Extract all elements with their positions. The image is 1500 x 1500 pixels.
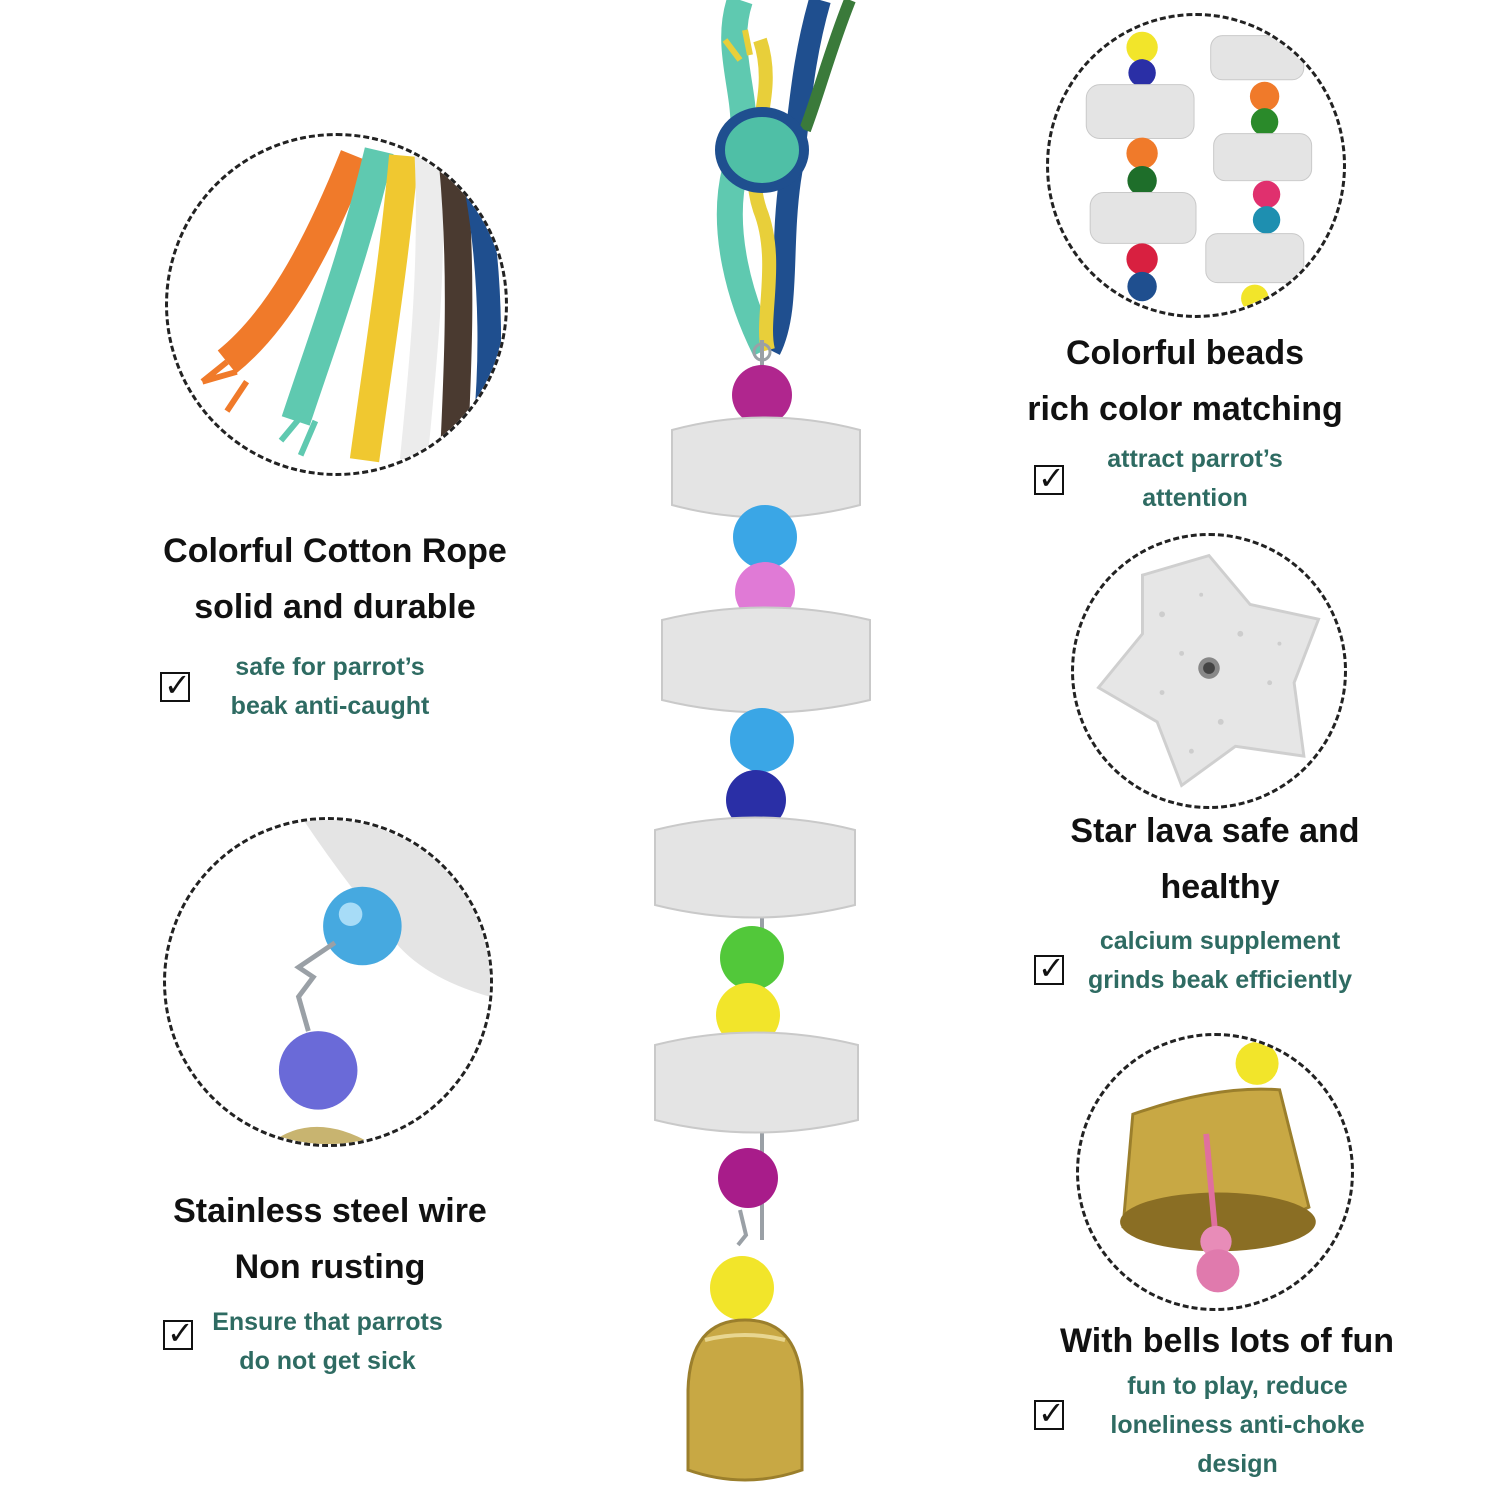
cotton-rope-icon (200, 147, 502, 473)
bell-icon (1120, 1041, 1316, 1293)
star-lava-icon (1096, 553, 1321, 788)
beads-closeup-circle (1046, 13, 1346, 318)
rope-title-line1: Colorful Cotton Rope (163, 532, 507, 570)
wire-desc-line2: do not get sick (239, 1347, 416, 1375)
bell-closeup-circle (1076, 1033, 1354, 1311)
lava-stone-icon (661, 606, 871, 714)
bead-icon (733, 505, 797, 569)
bell-desc-line3: design (1197, 1450, 1278, 1478)
beads-lava-icon (1085, 31, 1313, 313)
check-icon: ✓ (1038, 459, 1065, 497)
lava-desc-line2: grinds beak efficiently (1088, 966, 1352, 994)
lava-stone-icon (671, 416, 861, 519)
lava-closeup-circle (1071, 533, 1347, 809)
lava-title-line2: healthy (1160, 868, 1280, 906)
steel-wire-icon (269, 820, 490, 1144)
wire-closeup-circle (163, 817, 493, 1147)
bead-icon (726, 770, 786, 830)
bell-title-line1: With bells lots of fun (1060, 1322, 1394, 1360)
rope-icon (715, 0, 856, 356)
lava-desc-line1: calcium supplement (1099, 927, 1341, 955)
wire-desc-line1: Ensure that parrots (212, 1308, 443, 1336)
lava-stone-icon (654, 816, 856, 919)
wire-checkbox: ✓ (163, 1314, 194, 1352)
bell-desc-line1: fun to play, reduce (1127, 1372, 1348, 1400)
check-icon: ✓ (1038, 1394, 1065, 1432)
rope-title-line2: solid and durable (194, 588, 476, 626)
beads-desc-line2: attention (1142, 484, 1248, 512)
rope-desc-line2: beak anti-caught (230, 692, 430, 720)
beads-title-line1: Colorful beads (1065, 334, 1305, 372)
rope-closeup-circle (165, 133, 508, 476)
check-icon: ✓ (167, 1314, 194, 1352)
bead-icon (720, 926, 784, 990)
bead-icon (730, 708, 794, 772)
beads-checkbox: ✓ (1034, 459, 1065, 497)
check-icon: ✓ (1038, 949, 1065, 987)
bead-icon (718, 1148, 778, 1208)
rope-desc-line1: safe for parrot’s (235, 653, 425, 681)
parrot-toy-product-image (654, 0, 871, 1482)
bead-icon (710, 1256, 774, 1320)
rope-checkbox: ✓ (160, 666, 191, 704)
bead-icon (716, 983, 780, 1047)
beads-desc-line1: attract parrot’s (1107, 445, 1283, 473)
lava-stone-icon (654, 1031, 859, 1134)
bell-checkbox: ✓ (1034, 1394, 1065, 1432)
wire-title-line2: Non rusting (234, 1248, 426, 1286)
check-icon: ✓ (164, 666, 191, 704)
bell-icon (686, 1318, 804, 1482)
lava-title-line1: Star lava safe and (1070, 812, 1360, 850)
lava-checkbox: ✓ (1034, 949, 1065, 987)
wire-title-line1: Stainless steel wire (173, 1192, 487, 1230)
beads-title-line2: rich color matching (1027, 390, 1343, 428)
bell-desc-line2: loneliness anti-choke (1110, 1411, 1365, 1439)
bead-icon (732, 365, 792, 425)
